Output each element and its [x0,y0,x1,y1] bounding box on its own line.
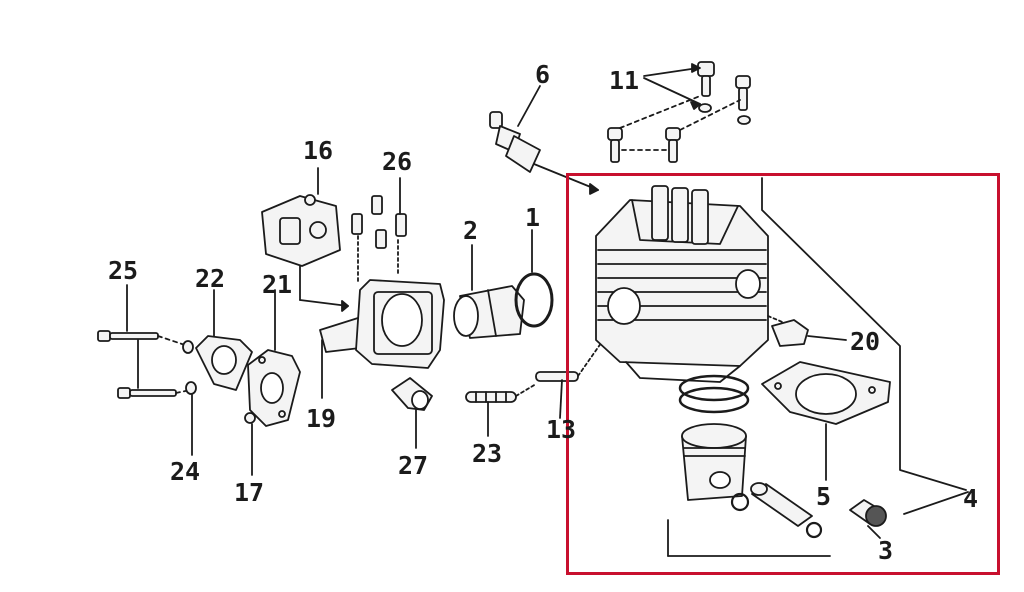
callout-3: 3 [878,536,894,565]
spark-plug-part-6 [489,85,599,195]
bearing-part-3 [849,499,887,539]
piston-pin [730,482,823,539]
callout-23: 23 [472,439,503,468]
hose-part-23 [465,383,537,437]
callout-19: 19 [306,404,337,433]
gasket-part-22 [195,289,253,391]
connector-part-27 [391,377,433,449]
screw-part-17 [244,412,256,476]
flange-part-21 [247,289,301,427]
callout-16: 16 [303,136,334,165]
callout-4: 4 [963,484,979,513]
callout-2: 2 [463,216,479,245]
cylinder-part-4 [595,185,793,383]
carburetor-part-16 [261,167,349,312]
callout-5: 5 [816,482,832,511]
callout-1: 1 [525,203,541,232]
callout-6: 6 [535,60,551,89]
filter-base-part-19 [319,279,445,399]
base-gasket-part-5 [761,361,891,481]
piston [681,423,747,501]
callout-13: 13 [546,415,577,444]
washers-part-24 [182,340,197,456]
clamp-part-1 [514,229,554,328]
callout-21: 21 [262,270,293,299]
piston-rings [678,374,750,414]
manifold-part-2 [453,244,525,339]
callout-20: 20 [850,327,881,356]
callout-26: 26 [382,147,413,176]
screws-part-26 [351,177,407,285]
callout-17: 17 [234,478,265,507]
bolts-part-25 [97,284,191,399]
callout-25: 25 [108,256,139,285]
highlight-box [566,173,1000,575]
assembly-bracket-part-4 [667,177,969,557]
valve-part-20 [771,319,847,347]
screws-part-11 [607,61,751,163]
callout-22: 22 [195,264,226,293]
callout-11: 11 [609,66,640,95]
callout-24: 24 [170,457,201,486]
callout-27: 27 [398,451,429,480]
